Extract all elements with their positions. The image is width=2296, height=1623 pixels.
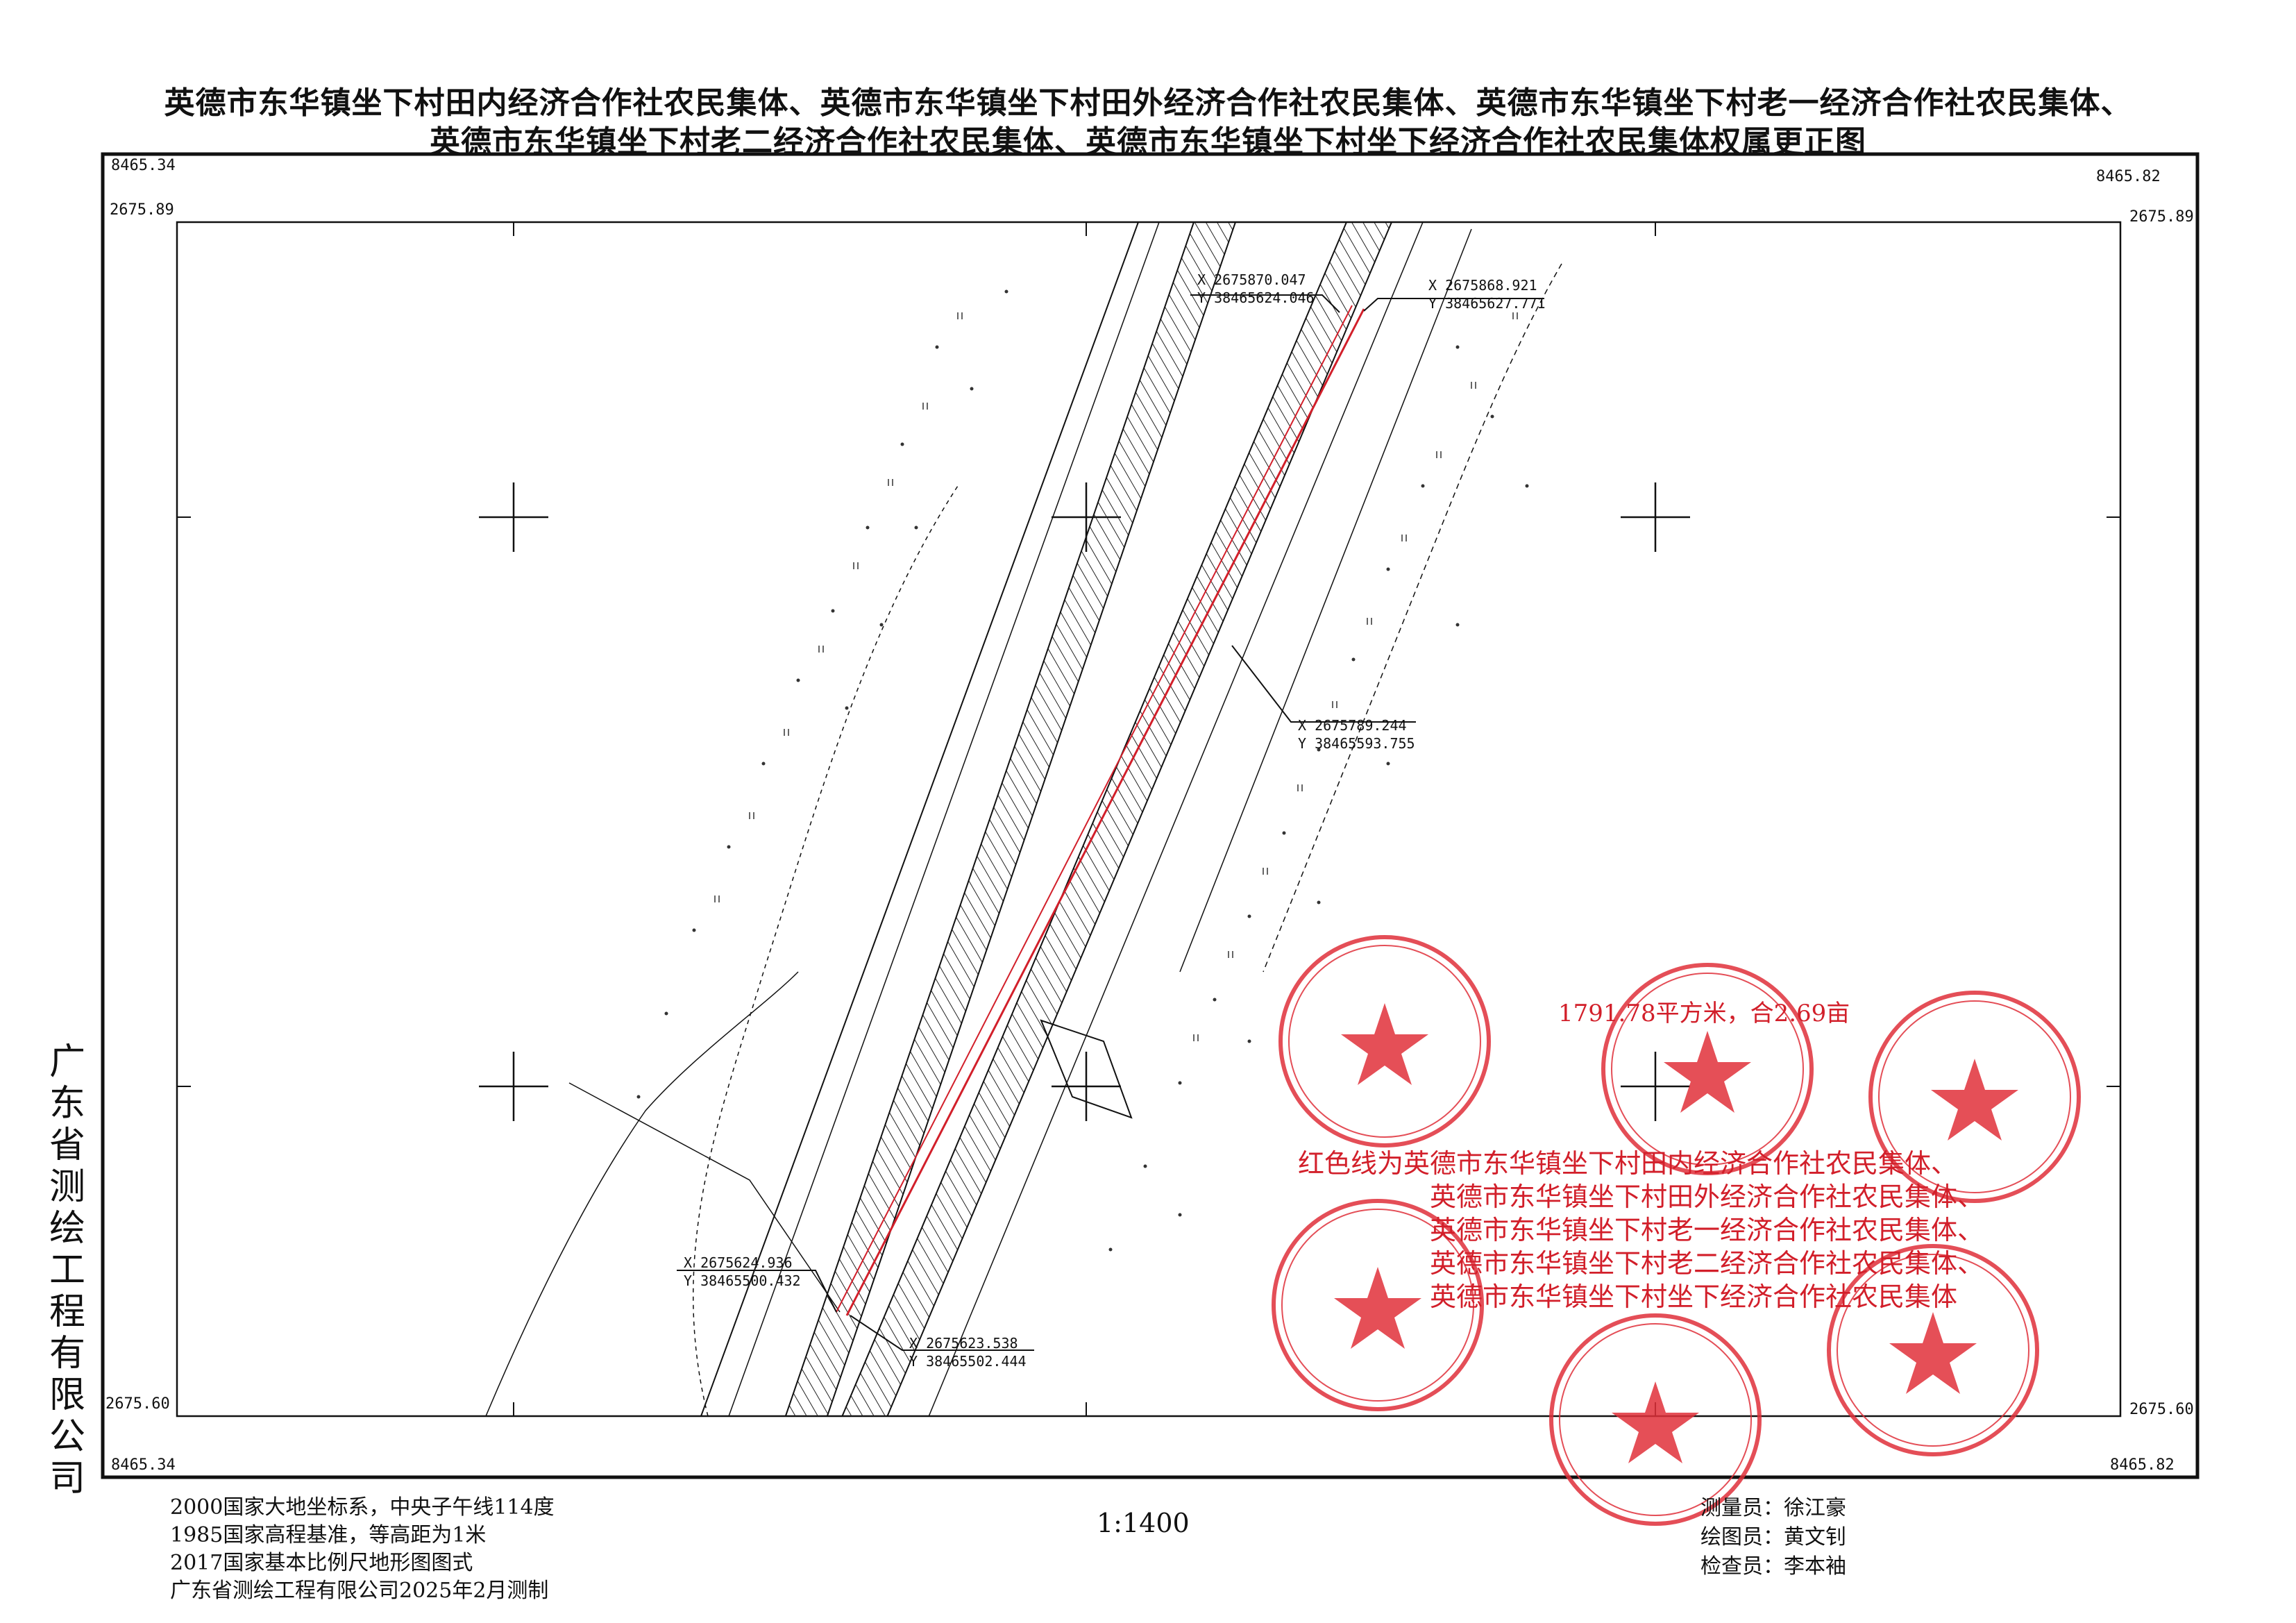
legend-line-5: 英德市东华镇坐下村坐下经济合作社农民集体	[1430, 1281, 1958, 1312]
legend-line-2: 英德市东华镇坐下村田外经济合作社农民集体、	[1430, 1181, 1984, 1212]
frame-coord-top-right-x: 8465.82	[2096, 168, 2161, 185]
terrain-symbols	[636, 289, 1529, 1252]
boundary-red-line-inner	[836, 305, 1353, 1313]
boundary-red-line-outer	[845, 308, 1365, 1316]
grid-crosses	[479, 482, 1690, 1121]
checker-row: 检查员：李本袖	[1700, 1552, 1846, 1581]
leader-lines	[677, 294, 1544, 1351]
surveyor-label: 测量员：	[1700, 1496, 1784, 1520]
inner-frame	[176, 221, 2122, 1418]
footer-line-2: 1985国家高程基准，等高距为1米	[170, 1523, 487, 1547]
surveyor-row: 测量员：徐江豪	[1700, 1494, 1846, 1523]
footer-line-1: 2000国家大地坐标系，中央子午线114度	[170, 1495, 555, 1520]
seal-4	[1272, 1199, 1484, 1411]
seal-2	[1601, 963, 1814, 1175]
staff-block: 测量员：徐江豪 绘图员：黄文钊 检查员：李本袖	[1700, 1494, 1846, 1581]
legend-line-4: 英德市东华镇坐下村老二经济合作社农民集体、	[1430, 1248, 1984, 1279]
map-scale: 1:1400	[1097, 1508, 1190, 1538]
frame-coord-bottom-left-x: 8465.34	[111, 1456, 176, 1474]
drafter-name: 黄文钊	[1784, 1525, 1846, 1549]
map-title-line1: 英德市东华镇坐下村田内经济合作社农民集体、英德市东华镇坐下村田外经济合作社农民集…	[164, 85, 2132, 121]
footer-line-3: 2017国家基本比例尺地形图图式	[170, 1551, 473, 1575]
frame-coord-bottom-right-y: 2675.60	[2129, 1401, 2194, 1418]
topo-content	[485, 222, 1562, 1416]
seal-stars	[1334, 1003, 2018, 1463]
drafter-row: 绘图员：黄文钊	[1700, 1523, 1846, 1552]
checker-name: 李本袖	[1784, 1554, 1846, 1579]
legend-line-3: 英德市东华镇坐下村老一经济合作社农民集体、	[1430, 1215, 1984, 1245]
footer-line-4: 广东省测绘工程有限公司2025年2月测制	[170, 1579, 549, 1603]
area-label: 1791.78平方米，合2.69亩	[1558, 1000, 1850, 1027]
drafter-label: 绘图员：	[1700, 1525, 1784, 1549]
seal-3	[1868, 991, 2081, 1203]
seal-5	[1549, 1313, 1762, 1526]
outer-frame	[101, 152, 2200, 1479]
frame-coord-top-left-x: 8465.34	[111, 157, 176, 174]
grass-symbols	[714, 312, 1518, 1041]
legend-line-1: 红色线为英德市东华镇坐下村田内经济合作社农民集体、	[1298, 1148, 1958, 1179]
left-embankment	[784, 222, 1237, 1416]
boundary-legend: 红色线为英德市东华镇坐下村田内经济合作社农民集体、 英德市东华镇坐下村田外经济合…	[1298, 1147, 1984, 1313]
seal-6	[1827, 1244, 2039, 1456]
company-name-vertical: 广东省测绘工程有限公司	[49, 1041, 85, 1499]
frame-coord-bottom-left-y: 2675.60	[105, 1395, 170, 1413]
frame-coord-top-left-y: 2675.89	[110, 201, 174, 219]
frame-coord-top-right-y: 2675.89	[2129, 208, 2194, 226]
seal-1	[1278, 935, 1491, 1147]
surveyor-name: 徐江豪	[1784, 1496, 1846, 1520]
footer-info: 2000国家大地坐标系，中央子午线114度 1985国家高程基准，等高距为1米 …	[170, 1494, 555, 1605]
checker-label: 检查员：	[1700, 1554, 1784, 1579]
frame-coord-bottom-right-x: 8465.82	[2110, 1456, 2175, 1474]
